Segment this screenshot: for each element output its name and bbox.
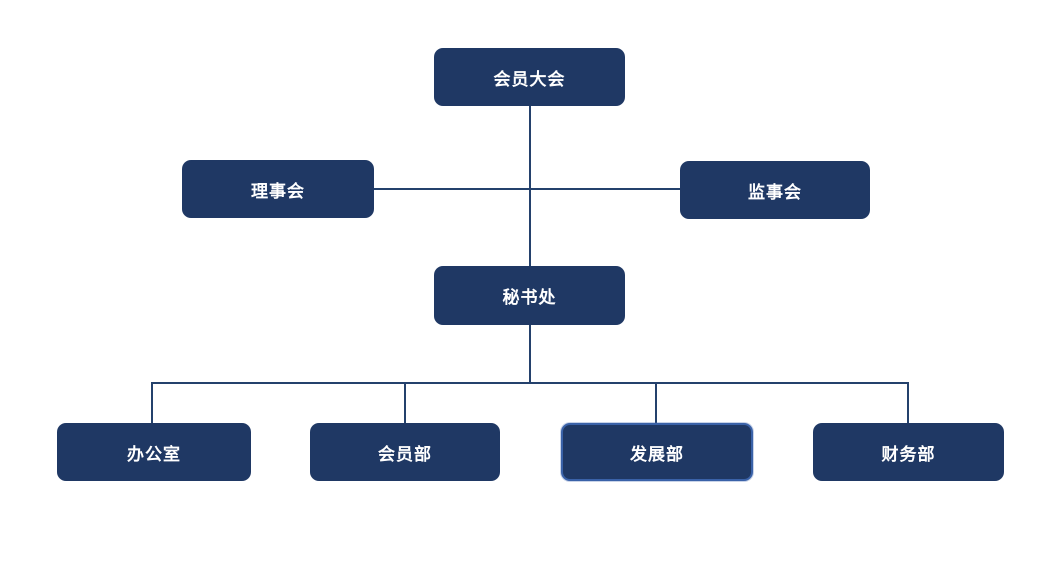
org-node-supervisory-board[interactable]: 监事会	[680, 161, 870, 219]
connector-drop-development	[655, 382, 657, 423]
org-node-membership-dept[interactable]: 会员部	[310, 423, 500, 481]
connector-directors-to-supervisors	[374, 188, 680, 190]
org-node-label: 办公室	[127, 444, 181, 464]
org-node-secretariat[interactable]: 秘书处	[434, 266, 625, 325]
org-node-label: 财务部	[881, 444, 936, 464]
connector-secretariat-to-bus	[529, 325, 531, 383]
org-node-label: 会员部	[378, 444, 432, 464]
connector-assembly-to-secretariat	[529, 106, 531, 266]
org-node-label: 监事会	[748, 182, 802, 202]
org-node-label: 会员大会	[493, 69, 566, 89]
org-node-office[interactable]: 办公室	[57, 423, 251, 481]
org-node-label: 发展部	[630, 444, 684, 464]
connector-drop-finance	[907, 382, 909, 423]
org-node-development-dept[interactable]: 发展部	[561, 423, 753, 481]
connector-drop-membership	[404, 382, 406, 423]
org-node-label: 秘书处	[502, 288, 557, 307]
connector-drop-office	[151, 382, 153, 423]
org-node-board-of-directors[interactable]: 理事会	[182, 160, 374, 218]
org-node-finance-dept[interactable]: 财务部	[813, 423, 1004, 481]
org-node-members-assembly[interactable]: 会员大会	[434, 48, 625, 106]
org-node-label: 理事会	[251, 181, 305, 201]
connector-bottom-bus	[151, 382, 909, 384]
